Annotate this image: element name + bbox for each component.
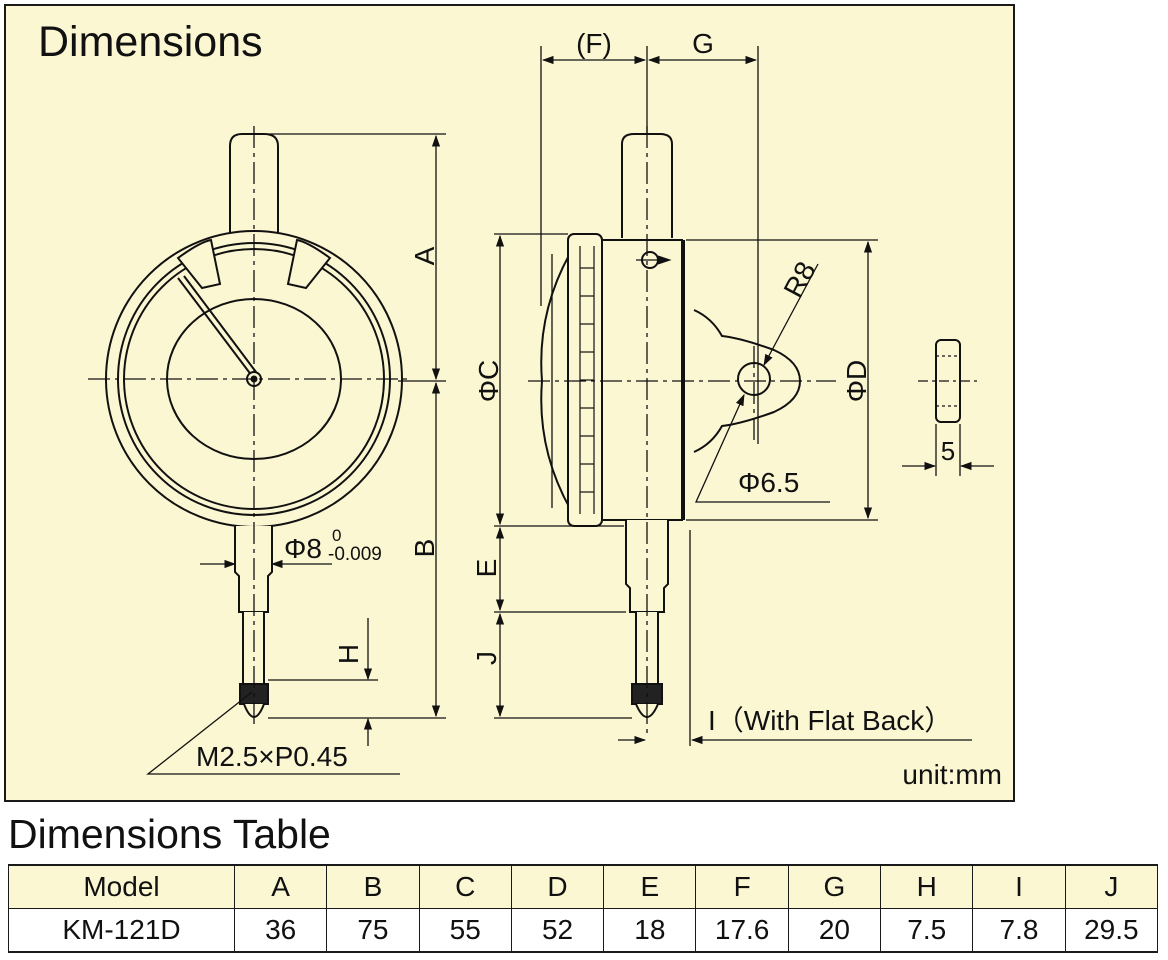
header-E: E: [603, 864, 697, 909]
header-A: A: [233, 864, 328, 909]
cell-J: 29.5: [1064, 908, 1159, 953]
header-model: Model: [8, 864, 235, 909]
label-stem-tol-lower: -0.009: [328, 544, 382, 565]
header-G: G: [787, 864, 882, 909]
cell-G: 20: [787, 908, 882, 953]
label-H: H: [333, 644, 364, 664]
side-view: [540, 133, 802, 718]
header-I: I: [972, 864, 1066, 909]
label-lug-thickness: 5: [941, 436, 955, 466]
label-B: B: [409, 539, 440, 558]
header-B: B: [326, 864, 420, 909]
cell-B: 75: [326, 908, 420, 953]
side-case: [601, 239, 683, 521]
table-row: KM-121D 36 75 55 52 18 17.6 20 7.5 7.8 2…: [8, 908, 1159, 953]
cell-I: 7.8: [972, 908, 1066, 953]
header-D: D: [510, 864, 605, 909]
cell-H: 7.5: [880, 908, 974, 953]
drawing-title: Dimensions: [38, 18, 263, 66]
label-flat-back: I（With Flat Back）: [708, 705, 952, 736]
table-title: Dimensions Table: [8, 811, 331, 857]
label-thread: M2.5×P0.45: [196, 741, 348, 772]
pointer: [177, 277, 253, 377]
label-C: ΦC: [473, 360, 504, 403]
label-F: (F): [576, 28, 612, 59]
dimension-drawing-panel: Dimensions unit:mm: [4, 4, 1015, 802]
label-J: J: [471, 651, 502, 665]
label-D: ΦD: [841, 360, 872, 403]
cell-model: KM-121D: [8, 908, 235, 953]
cell-E: 18: [603, 908, 697, 953]
unit-note: unit:mm: [902, 759, 1002, 790]
cell-C: 55: [418, 908, 512, 953]
table-header-row: Model A B C D E F G H I J: [8, 864, 1159, 909]
cell-D: 52: [510, 908, 605, 953]
side-top-stem: [621, 133, 673, 238]
label-hole-diameter: Φ6.5: [738, 467, 799, 498]
cell-F: 17.6: [695, 908, 789, 953]
label-E: E: [471, 559, 502, 578]
label-stem-diameter: Φ8: [284, 533, 322, 564]
dimensions-table: Model A B C D E F G H I J KM-121D 36 75 …: [8, 864, 1159, 953]
header-J: J: [1064, 864, 1159, 909]
dimension-drawing: Dimensions unit:mm: [38, 18, 1002, 790]
label-stem-tol-upper: 0: [332, 526, 341, 545]
label-R8: R8: [778, 256, 822, 302]
label-G: G: [692, 28, 714, 59]
header-F: F: [695, 864, 789, 909]
top-stem: [229, 133, 279, 238]
limit-tab-left: [176, 238, 222, 290]
header-C: C: [418, 864, 512, 909]
cell-A: 36: [233, 908, 328, 953]
limit-tab-right: [286, 238, 332, 290]
header-H: H: [880, 864, 974, 909]
label-A: A: [409, 246, 440, 265]
